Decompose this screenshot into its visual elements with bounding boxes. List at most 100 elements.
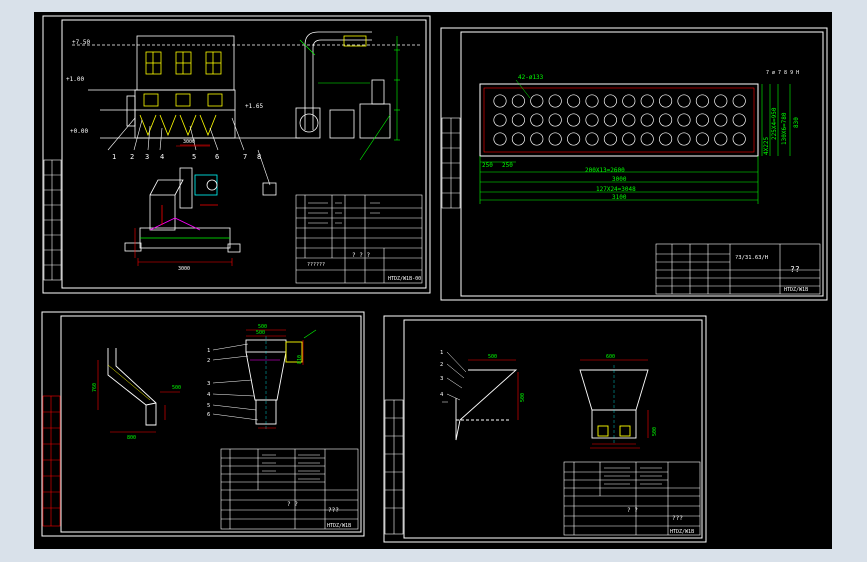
- sheet-4-margin-table: [384, 399, 404, 535]
- sheet-1-drawing-number: HTDZ/W1B-00: [388, 276, 421, 282]
- dim-vertical-1: 4X225: [763, 137, 770, 155]
- plate-hole: [677, 113, 691, 127]
- plate-hole: [714, 113, 728, 127]
- sheet-4-funnel-detail[interactable]: 500 500 1 2 3 4 600 500: [383, 315, 707, 543]
- callout-4: 4: [160, 153, 164, 161]
- callout-1: 1: [112, 153, 116, 161]
- plate-hole: [732, 113, 746, 127]
- plate-hole: [695, 113, 709, 127]
- dim-row-2: 3000: [612, 176, 627, 183]
- plate-hole: [548, 132, 562, 146]
- sheet-1-outer-frame: [42, 15, 431, 294]
- wedge-side-view: [455, 369, 518, 441]
- plate-hole: [622, 113, 636, 127]
- elev-low-label: +0.00: [70, 128, 88, 135]
- wedge-dim-height: 500: [520, 393, 526, 402]
- hole-note-leader: [515, 79, 531, 99]
- plate-hole: [603, 113, 617, 127]
- plan-dim-label: 3000: [178, 266, 190, 272]
- sheet-3-title-marks: [262, 454, 320, 480]
- sheet-3-title-block: [220, 448, 359, 530]
- plate-hole: [585, 113, 599, 127]
- dim-vertical-4: 830: [793, 117, 800, 128]
- plate-hole: [530, 94, 544, 108]
- plate-hole: [585, 94, 599, 108]
- plate-hole: [695, 94, 709, 108]
- chute-side-view: [107, 348, 157, 426]
- elev-mid-label: +1.00: [66, 76, 84, 83]
- plate-hole: [622, 94, 636, 108]
- dim-row-1: 200X13=2600: [585, 167, 625, 174]
- sheet-3-callout-numbers: 1 2 3 4 5 6: [207, 348, 211, 418]
- sheet-2-title-text: ?3/31.63/H: [735, 255, 768, 261]
- sheet-1-inner-frame: [61, 19, 427, 289]
- plate-hole: [677, 94, 691, 108]
- plate-hole: [640, 132, 654, 146]
- plate-hole: [659, 113, 673, 127]
- plate-hole: [714, 132, 728, 146]
- perforated-plate-outline: [479, 83, 759, 157]
- plate-hole: [493, 94, 507, 108]
- s3-callout-2: 2: [207, 358, 210, 364]
- sheet-3-title-text: ? ?: [287, 501, 298, 508]
- dim-vertical-2: 225X4=950: [771, 107, 778, 140]
- top-dim-label: 3000: [183, 139, 195, 145]
- callout-5: 5: [192, 153, 196, 161]
- wedge-dim-top: 500: [488, 354, 497, 360]
- sheet-1-callout-numbers: 1 2 3 4 5 6 7 8: [112, 153, 261, 161]
- sheet-4-title-mark: ???: [672, 515, 683, 522]
- plate-hole: [603, 132, 617, 146]
- sheet-3-hopper-detail[interactable]: 760 800 500 500 500 810: [41, 311, 365, 537]
- sheet-1-layout[interactable]: +7.50 +1.00 +0.00 +1.65: [42, 15, 431, 294]
- plan-view: [124, 167, 241, 253]
- s3-callout-5: 5: [207, 403, 210, 409]
- sheet-3-drawing-number: HTDZ/W1B: [327, 523, 351, 529]
- funnel-dim-side: 500: [652, 427, 658, 436]
- plate-hole: [493, 113, 507, 127]
- plate-hole: [659, 132, 673, 146]
- callout-7: 7: [243, 153, 247, 161]
- sheet-2-outer-frame: [440, 27, 828, 301]
- s3-callout-1: 1: [207, 348, 210, 354]
- plate-hole-grid: [493, 94, 746, 146]
- equipment-box-8: [262, 182, 277, 196]
- dim-vertical-3: 130X6=780: [781, 112, 788, 145]
- hopper-dimensions: [246, 329, 317, 429]
- sheet-1-title-text: ? ? ?: [352, 252, 370, 259]
- sheet-1-margin-table: [43, 159, 62, 281]
- funnel-dimensions: [580, 359, 649, 449]
- callout-8: 8: [257, 153, 261, 161]
- sheet-2-title-mark: ??: [790, 265, 800, 274]
- wedge-dimensions: [468, 359, 519, 420]
- sheet-2-margin-table: [441, 117, 461, 209]
- dim-row-3: 127X24=3048: [596, 186, 636, 193]
- callout-2: 2: [130, 153, 134, 161]
- callout-6: 6: [215, 153, 219, 161]
- sheet-2-title-block: [655, 243, 821, 295]
- plate-hole: [511, 132, 525, 146]
- elev-right-label: +1.65: [245, 103, 263, 110]
- plate-hole: [585, 132, 599, 146]
- s3-callout-6: 6: [207, 412, 210, 418]
- sheet-3-outer-frame: [41, 311, 365, 537]
- hopper-dim-inner: 500: [256, 330, 265, 336]
- elevation-labels: +7.50 +1.00 +0.00 +1.65: [66, 39, 263, 135]
- sheet-4-title-text: ? ?: [627, 507, 638, 514]
- sheet-4-outer-frame: [383, 315, 707, 543]
- sheet-4-drawing-number: HTDZ/W1B: [670, 529, 694, 535]
- sheet-2-drawing-number: HTDZ/W1B: [784, 287, 808, 293]
- chute-dim-top: 500: [172, 385, 181, 391]
- plate-hole: [511, 94, 525, 108]
- sheet-2-hole-plate[interactable]: 42-ø133 7 ø 7 8 9 H 250 250 200X13=2600 …: [440, 27, 828, 301]
- plate-hole: [732, 132, 746, 146]
- plan-dimensions: [134, 144, 233, 266]
- funnel-dim-top: 600: [606, 354, 615, 360]
- model-space-background: [34, 12, 832, 549]
- hopper-dim-side: 810: [297, 355, 303, 364]
- plate-hole: [530, 132, 544, 146]
- chute-dim-width: 800: [127, 435, 136, 441]
- plate-hole: [603, 94, 617, 108]
- plate-hole: [548, 94, 562, 108]
- s4-callout-3: 3: [440, 376, 443, 382]
- sheet-4-inner-frame: [403, 319, 703, 539]
